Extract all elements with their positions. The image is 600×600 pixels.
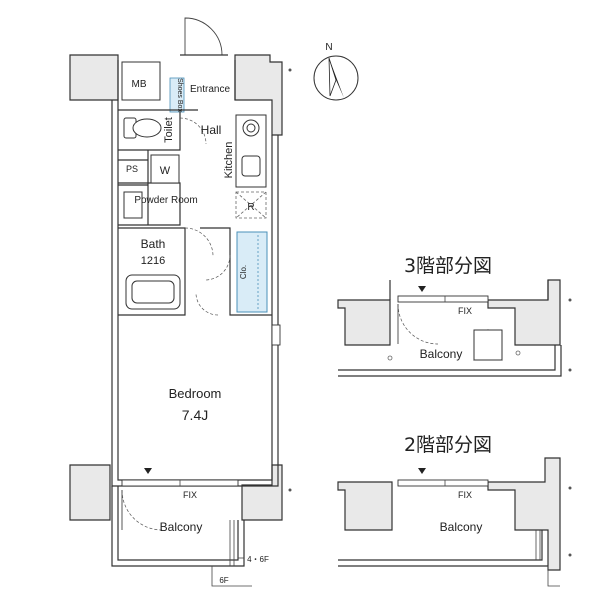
partial-plan-3f: 3階部分図 FIX Balcony: [337, 255, 572, 377]
powder-room-label: Powder Room: [134, 195, 197, 206]
closet: [236, 231, 268, 313]
main-plan: MB Shoes Box Entrance Hall Toilet Kitche…: [69, 17, 292, 587]
balcony-outline: [117, 486, 239, 561]
compass-ring: [313, 55, 359, 101]
grid-dot: [568, 553, 572, 557]
mb-label: MB: [132, 79, 147, 90]
wall-block: [337, 481, 393, 531]
balcony-rail: [229, 520, 235, 566]
grid-dot: [568, 486, 572, 490]
refrigerator-cross: [235, 191, 267, 219]
balcony-window: [397, 479, 489, 487]
evacuation-hatch-frame: [473, 329, 503, 361]
compass: N: [313, 42, 359, 101]
drain-dot: [387, 355, 393, 361]
wall-block: [487, 457, 561, 571]
toilet-bowl: [132, 118, 162, 138]
closet-door-swing: [204, 254, 231, 281]
bedroom-label: Bedroom: [169, 386, 222, 401]
floor-note-leader: [211, 566, 252, 587]
balcony-outline: [111, 486, 245, 567]
stove-burner-inner: [246, 123, 256, 133]
mb-box: [121, 61, 161, 101]
wall-block: [69, 54, 119, 101]
partition: [118, 110, 181, 151]
compass-needle-icon: [329, 58, 344, 98]
balcony-label: Balcony: [420, 347, 463, 361]
partition: [200, 227, 272, 316]
grid-dot: [568, 298, 572, 302]
refrigerator-cross: [235, 191, 267, 219]
partition: [118, 227, 186, 316]
grid-dot: [288, 488, 292, 492]
balcony-door-swing: [121, 489, 163, 531]
floor-note-1: 4・6F: [247, 555, 269, 564]
toilet-door-swing: [179, 117, 207, 145]
refrigerator-space: [235, 191, 267, 219]
bath-label: Bath: [141, 237, 166, 251]
grid-dot: [288, 68, 292, 72]
entrance-door: [184, 17, 223, 56]
balcony-door-swing: [397, 303, 439, 345]
kitchen-sink: [241, 155, 261, 177]
shoes-box: [169, 77, 185, 113]
entrance-label: Entrance: [190, 84, 230, 95]
entry-arrow-icon: [418, 286, 426, 292]
balcony-rail: [535, 530, 541, 560]
partial-2f-title: 2階部分図: [404, 434, 492, 456]
fix-label: FIX: [183, 490, 197, 500]
toilet-label: Toilet: [163, 117, 175, 143]
fix-label: FIX: [458, 306, 472, 316]
bedroom-door-swing: [195, 292, 219, 316]
balcony-outline: [338, 530, 548, 567]
hall-label: Hall: [201, 123, 222, 137]
bedroom-size-label: 7.4J: [182, 407, 208, 423]
fix-label: FIX: [458, 490, 472, 500]
balcony-edge: [547, 566, 560, 587]
balcony-label: Balcony: [440, 520, 483, 534]
kitchen-label: Kitchen: [223, 142, 235, 179]
side-window: [271, 324, 281, 346]
wall-block: [337, 299, 391, 346]
shoes-box-label: Shoes Box: [176, 78, 183, 112]
ps-label: PS: [126, 164, 138, 174]
partial-plan-2f: 2階部分図 FIX Balcony: [337, 434, 572, 587]
refrigerator-label: R: [247, 202, 254, 213]
entrance-wall: [117, 60, 236, 100]
balcony-window: [397, 295, 489, 303]
entry-arrow-icon: [144, 468, 152, 474]
partition: [118, 182, 181, 226]
balcony-outline: [338, 345, 562, 377]
wall-block: [241, 464, 283, 521]
north-label: N: [325, 42, 332, 53]
partial-3f-title: 3階部分図: [404, 255, 492, 277]
washer: [150, 154, 180, 184]
wall-block: [69, 464, 111, 521]
bath-door-swing: [184, 227, 214, 257]
drain-dot: [515, 350, 521, 356]
closet-label: Clo.: [239, 265, 248, 279]
compass-needle-outline: [328, 57, 337, 97]
washer-label: W: [160, 165, 171, 177]
bathtub-inner: [131, 280, 175, 304]
wall-block: [234, 54, 283, 136]
grid-dot: [568, 368, 572, 372]
powder-sink: [123, 191, 143, 219]
balcony-label: Balcony: [160, 520, 203, 534]
bath-size-label: 1216: [141, 255, 165, 267]
wall-line: [389, 280, 549, 300]
floor-note-2: 6F: [219, 576, 228, 585]
partition: [118, 159, 148, 186]
entry-arrow-icon: [418, 468, 426, 474]
